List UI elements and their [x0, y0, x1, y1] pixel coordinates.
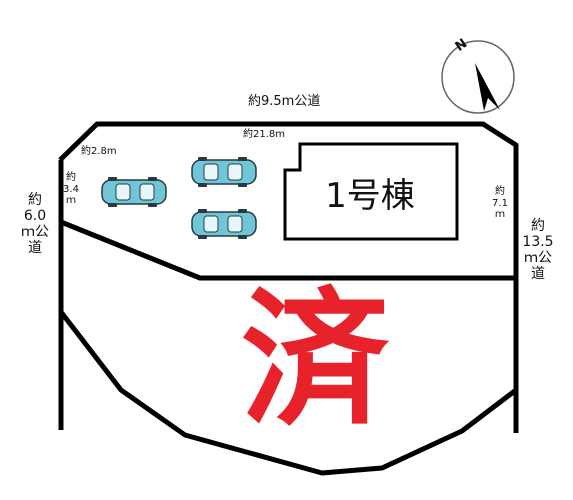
right-road-label: 約 13.5 ｍ公 道: [522, 218, 554, 283]
building-label: 1号棟: [325, 176, 415, 216]
lot-division-line: [60, 219, 516, 281]
car-icon: [191, 209, 257, 239]
west-side-dimension-label: 約 3.4 ｍ: [63, 172, 79, 206]
car-icon: [101, 177, 167, 207]
top-road-label: 約9.5m公道: [248, 94, 321, 109]
left-road-label: 約 6.0 ｍ公 道: [21, 192, 49, 257]
east-side-dimension-label: 約 7.1 ｍ: [492, 186, 508, 220]
lot-boundary: [58, 121, 519, 433]
west-top-dimension-label: 約2.8m: [81, 146, 117, 157]
lower-lot-boundary: [59, 310, 518, 476]
north-arrow-icon: [441, 40, 515, 114]
frontage-dimension-label: 約21.8m: [243, 129, 286, 140]
car-icon: [191, 157, 257, 187]
sold-mark: 済: [241, 274, 389, 446]
building-footprint: [283, 142, 459, 241]
